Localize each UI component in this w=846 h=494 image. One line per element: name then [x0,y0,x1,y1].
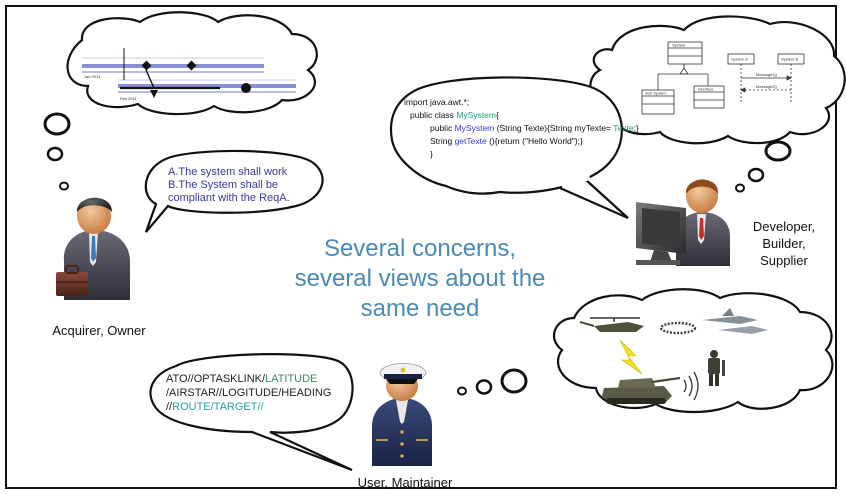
code-token: Texte [613,123,634,133]
code-line5: } [430,149,433,159]
requirements-text: A.The system shall work B.The System sha… [168,166,290,205]
code-token: { [495,110,499,120]
code-snippet: import java.awt.*; public class MySystem… [404,96,639,161]
user-figure [372,363,432,466]
message-line2: /AIRSTAR//LOGITUDE/HEADING [166,387,332,399]
uml-class-diagram [641,41,725,115]
developer-label: Developer, Builder, Supplier [734,218,834,269]
tank-icon [602,376,681,404]
code-token: MySystem [456,110,496,120]
code-line3: public MySystem (String Texte){String my… [404,122,639,135]
acquirer-figure [56,197,130,300]
central-message-line3: same need [360,295,480,322]
uml-interface-label: Interface [698,87,714,92]
code-line1: import java.awt.*; [404,97,470,107]
fighter-jets-icon [702,308,768,334]
uml-sequence-diagram [727,53,805,104]
central-message-line1: Several concerns, [323,235,517,262]
user-thought-cloud [457,288,834,414]
soldier-icon [708,350,725,386]
message-token: ROUTE/TARGET// [172,401,264,413]
uml-message1-label: Message1() [756,72,778,77]
tactical-message: ATO//OPTASKLINK/LATITUDE /AIRSTAR//LOGIT… [166,372,331,414]
satellite-icon [659,321,697,335]
requirement-a: A.The system shall work [168,166,288,178]
developer-figure [636,179,730,266]
acquirer-thought-cloud: Jan 2011 Feb 2011 [43,11,318,191]
uml-system-b-label: System B [781,57,798,62]
code-token: (){return ("Hello World");} [486,136,583,146]
central-message: Several concerns, several views about th… [250,234,590,324]
code-token: public class [410,110,457,120]
developer-thought-cloud [589,15,846,193]
code-line2: public class MySystem{ [404,109,639,122]
message-token: // [166,401,173,413]
developer-label-line1: Developer, [752,219,816,234]
code-token: MySystem [454,123,495,133]
radio-waves-icon [683,371,699,401]
uml-subsystem-label: Sub System [645,91,667,96]
message-token: ATO//OPTASKLINK/ [166,373,266,385]
developer-label-line2: Builder, [762,236,806,251]
svg-text:Feb 2011: Feb 2011 [120,96,137,101]
uml-system-a-label: System A [731,57,748,62]
developer-label-line3: Supplier [760,253,808,268]
message-speech-bubble [149,353,354,472]
code-speech-bubble [390,76,629,220]
message-line1: ATO//OPTASKLINK/LATITUDE [166,372,331,386]
code-token: String [430,136,455,146]
diagram-frame [5,5,837,489]
acquirer-label: Acquirer, Owner [52,323,146,338]
code-token: (String Texte){String myTexte= [494,123,614,133]
message-token: LATITUDE [265,373,318,385]
svg-text:Jan 2011: Jan 2011 [84,74,101,79]
requirement-b: B.The System shall be [168,179,279,191]
helicopter-icon [579,317,644,332]
central-message-line2: several views about the [294,265,546,292]
code-token: ;} [633,123,639,133]
requirement-b-cont: compliant with the ReqA. [168,192,290,204]
code-token: public [430,123,455,133]
uml-system-label: System [672,43,686,48]
message-line3: //ROUTE/TARGET// [166,400,331,414]
user-label: User, Maintainer [357,475,453,490]
requirements-speech-bubble [144,149,324,233]
planning-chart: Jan 2011 Feb 2011 [82,48,296,101]
lightning-icon [619,339,643,375]
uml-message2-label: Message2() [756,84,778,89]
code-token: getTexte [454,136,487,146]
code-line4: String getTexte (){return ("Hello World"… [404,135,639,148]
